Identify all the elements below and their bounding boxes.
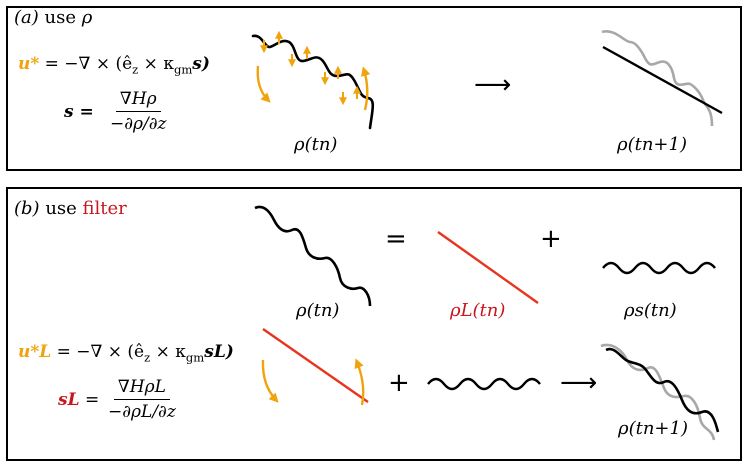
- panel-b-arrow: ⟶: [560, 368, 598, 398]
- panel-b-frame: [6, 187, 742, 461]
- panel-a-curved-arrow-left: [256, 65, 271, 103]
- panel-b-rho-curve: [254, 205, 372, 307]
- panel-a-eq-u-end: s): [192, 54, 210, 74]
- panel-a-label-rho-tn1: ρ(tn+1): [617, 134, 687, 155]
- panel-b-eq-uL-lhs: u*L: [18, 342, 52, 362]
- panel-b-eq-uL-rhs: = −∇ × (ê: [56, 342, 145, 362]
- panel-b-plus: +: [540, 224, 562, 254]
- panel-a-title-prefix: (a): [14, 7, 39, 28]
- panel-a-title-symbol: ρ: [81, 7, 93, 28]
- panel-b-eq-sL-lhs: sL =: [58, 390, 100, 410]
- panel-a-title-text: use: [44, 7, 76, 28]
- panel-b-eq-sL-den: −∂ρL/∂z: [108, 402, 176, 422]
- panel-b-bottom-red-line: [262, 328, 369, 403]
- panel-a-wavy-curve: [251, 34, 375, 130]
- panel-a-eq-u-mid: × κ: [138, 54, 174, 74]
- panel-a-eq-s-den: −∂ρ/∂z: [110, 114, 167, 134]
- panel-a-title: (a) use ρ: [14, 9, 92, 27]
- panel-b-eq-uL-gm: gm: [185, 350, 205, 365]
- panel-a-eq-u-lhs: u*: [18, 54, 40, 74]
- panel-b-title-text: use: [45, 198, 77, 219]
- panel-a-label-rho-tn: ρ(tn): [294, 134, 338, 155]
- panel-b-plus-bottom: +: [388, 368, 410, 398]
- panel-a-curved-arrow-right: [361, 66, 371, 111]
- panel-b-eq-uL-end: sL): [204, 342, 234, 362]
- panel-b-curved-arrow-left: [261, 359, 279, 403]
- panel-b-rhoL-line: [437, 231, 539, 304]
- panel-a-eq-u-rhs: = −∇ × (ê: [44, 54, 133, 74]
- panel-b-rhos-wave: [602, 261, 716, 275]
- panel-b-label-rhoL-tn: ρL(tn): [450, 300, 506, 321]
- panel-b-eq-uL: u*L = −∇ × (êz × κgmsL): [18, 344, 234, 364]
- panel-b-label-rhos-tn: ρs(tn): [624, 300, 677, 321]
- panel-a-eq-s-num: ∇Hρ: [119, 89, 157, 109]
- panel-a-eq-u-z: z: [132, 62, 139, 77]
- panel-b-equals: =: [385, 224, 407, 254]
- panel-a-eq-s-lhs: s =: [64, 102, 94, 122]
- panel-a-frame: [6, 6, 742, 171]
- panel-b-eq-sL-fraction: ∇HρL −∂ρL/∂z: [104, 377, 180, 422]
- panel-b-title: (b) use filter: [14, 200, 127, 218]
- panel-b-label-rho-tn: ρ(tn): [296, 300, 340, 321]
- panel-b-title-filter: filter: [82, 198, 127, 219]
- panel-a-eq-s-fraction: ∇Hρ −∂ρ/∂z: [106, 89, 171, 134]
- panel-a-eq-u: u* = −∇ × (êz × κgms): [18, 56, 210, 76]
- panel-b-eq-uL-mid: × κ: [150, 342, 186, 362]
- panel-a-eq-u-gm: gm: [173, 62, 193, 77]
- panel-a-arrow: ⟶: [474, 70, 512, 100]
- panel-b-eq-sL-num: ∇HρL: [117, 377, 166, 397]
- panel-b-result-black: [605, 347, 720, 433]
- panel-a-gray-wavy: [601, 29, 714, 127]
- panel-b-title-prefix: (b): [14, 198, 40, 219]
- panel-b-label-rho-tn1: ρ(tn+1): [618, 418, 688, 439]
- panel-a-small-arrows: [260, 30, 361, 106]
- panel-b-bottom-wave: [427, 377, 541, 391]
- panel-b-eq-uL-z: z: [144, 350, 151, 365]
- panel-b-curved-arrow-right: [354, 358, 365, 406]
- panel-a-black-line: [602, 45, 723, 115]
